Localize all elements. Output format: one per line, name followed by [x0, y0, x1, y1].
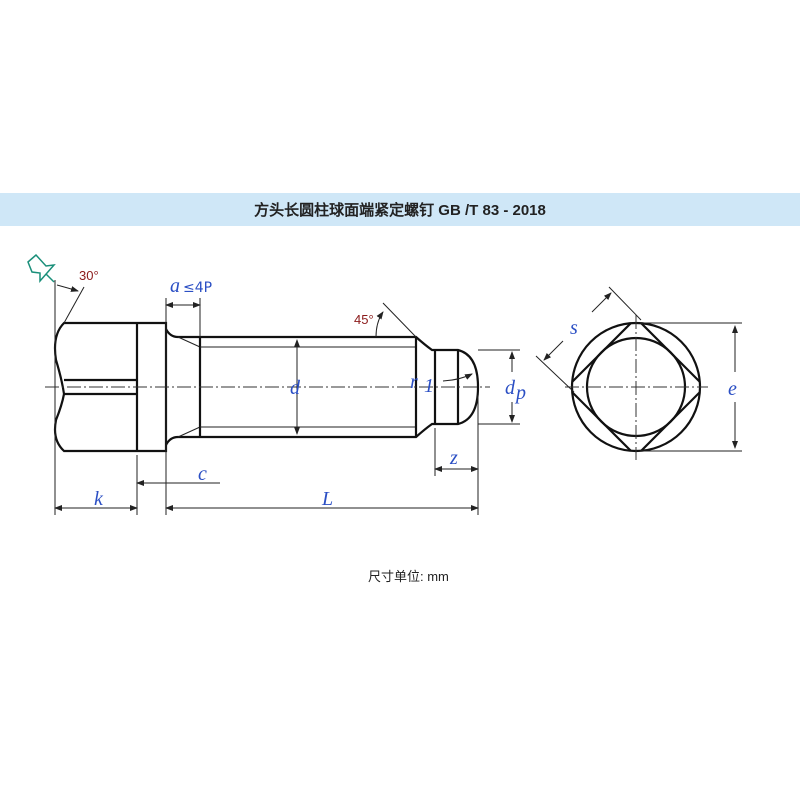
e-label: e	[728, 378, 737, 400]
c-label: c	[198, 463, 207, 485]
chamfer-angle-label: 45°	[354, 312, 374, 327]
k-label: k	[94, 488, 104, 510]
s-label: s	[570, 317, 578, 339]
title-bar: 方头长圆柱球面端紧定螺钉 GB /T 83 - 2018	[0, 193, 800, 226]
L-label: L	[321, 488, 333, 510]
r1-subscript: 1	[424, 375, 434, 397]
d-label: d	[290, 377, 301, 399]
unit-note: 尺寸单位: mm	[368, 569, 449, 584]
screw-end-view	[535, 286, 742, 460]
a-label: a	[170, 275, 180, 297]
dp-subscript: p	[514, 382, 526, 404]
dimension-lines	[54, 280, 520, 515]
z-label: z	[449, 447, 458, 469]
r1-label: r	[410, 371, 418, 393]
pushpin-icon[interactable]	[27, 253, 56, 283]
a-limit-label: ≤4P	[183, 280, 212, 296]
head-angle-label: 30°	[79, 268, 99, 283]
dp-label: d	[505, 377, 516, 399]
drawing-title: 方头长圆柱球面端紧定螺钉 GB /T 83 - 2018	[254, 202, 546, 219]
